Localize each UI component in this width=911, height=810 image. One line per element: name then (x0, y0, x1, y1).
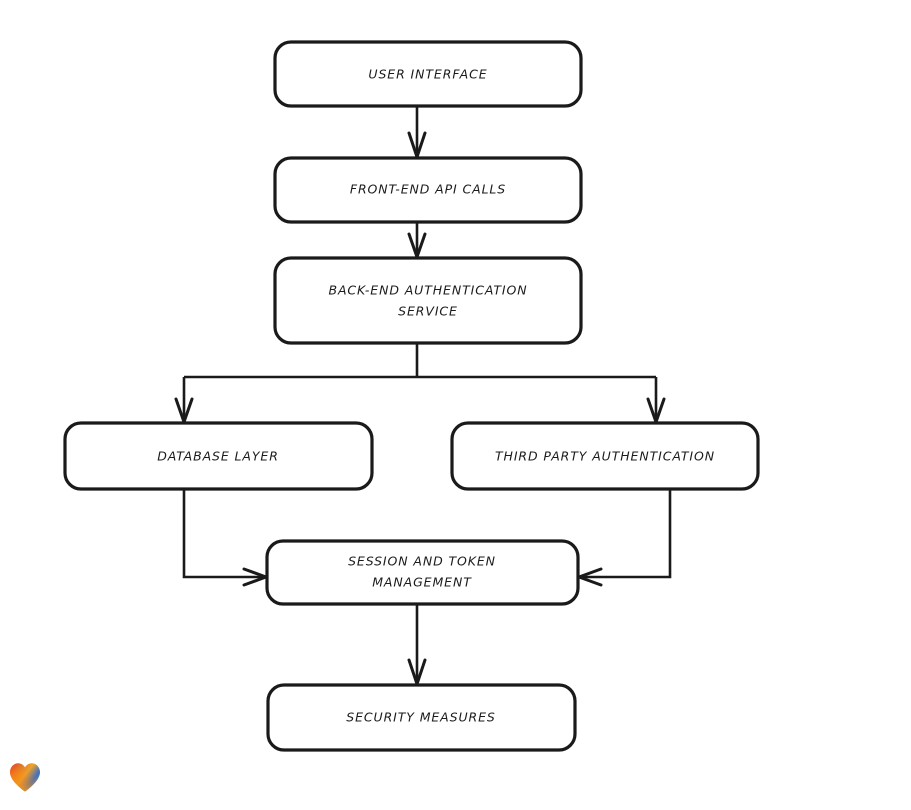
node-front-end-api-calls-label: FRONT-END API CALLS (350, 182, 506, 197)
edge-session-to-security (407, 604, 427, 686)
node-front-end-api-calls-shape[interactable] (273, 156, 583, 224)
node-third-party-authentication[interactable]: THIRD PARTY AUTHENTICATION (450, 421, 760, 491)
edge-backend-to-thirdparty (646, 377, 666, 424)
edge-ui-to-api (407, 106, 427, 159)
node-database-layer[interactable]: DATABASE LAYER (63, 421, 374, 491)
node-security-measures[interactable]: SECURITY MEASURES (266, 683, 577, 752)
node-third-party-authentication-shape[interactable] (450, 421, 760, 491)
edge-backend-split-bar (184, 343, 656, 379)
node-session-and-token-management-shape[interactable] (265, 539, 580, 606)
node-database-layer-shape[interactable] (63, 421, 374, 491)
node-back-end-authentication-service-label-line1: BACK-END AUTHENTICATION (328, 283, 527, 298)
node-front-end-api-calls[interactable]: FRONT-END API CALLS (273, 156, 583, 224)
edge-thirdparty-to-session (577, 489, 672, 587)
node-database-layer-label: DATABASE LAYER (157, 449, 279, 464)
edge-backend-to-database (174, 377, 194, 424)
node-user-interface[interactable]: USER INTERFACE (273, 40, 583, 108)
node-third-party-authentication-label: THIRD PARTY AUTHENTICATION (495, 449, 715, 464)
node-session-and-token-management[interactable]: SESSION AND TOKEN MANAGEMENT (265, 539, 580, 606)
edge-api-to-backend (407, 222, 427, 259)
node-user-interface-label: USER INTERFACE (368, 67, 487, 82)
node-back-end-authentication-service-shape[interactable] (273, 256, 583, 345)
node-back-end-authentication-service[interactable]: BACK-END AUTHENTICATION SERVICE (273, 256, 583, 345)
heart-icon-wrapper (8, 761, 42, 793)
node-security-measures-shape[interactable] (266, 683, 577, 752)
node-session-and-token-management-label-line2: MANAGEMENT (372, 575, 472, 590)
edge-database-to-session (182, 489, 268, 587)
node-security-measures-label: SECURITY MEASURES (346, 710, 495, 725)
heart-icon (10, 763, 40, 792)
node-back-end-authentication-service-label-line2: SERVICE (398, 304, 458, 319)
node-user-interface-shape[interactable] (273, 40, 583, 108)
node-session-and-token-management-label-line1: SESSION AND TOKEN (348, 554, 496, 569)
